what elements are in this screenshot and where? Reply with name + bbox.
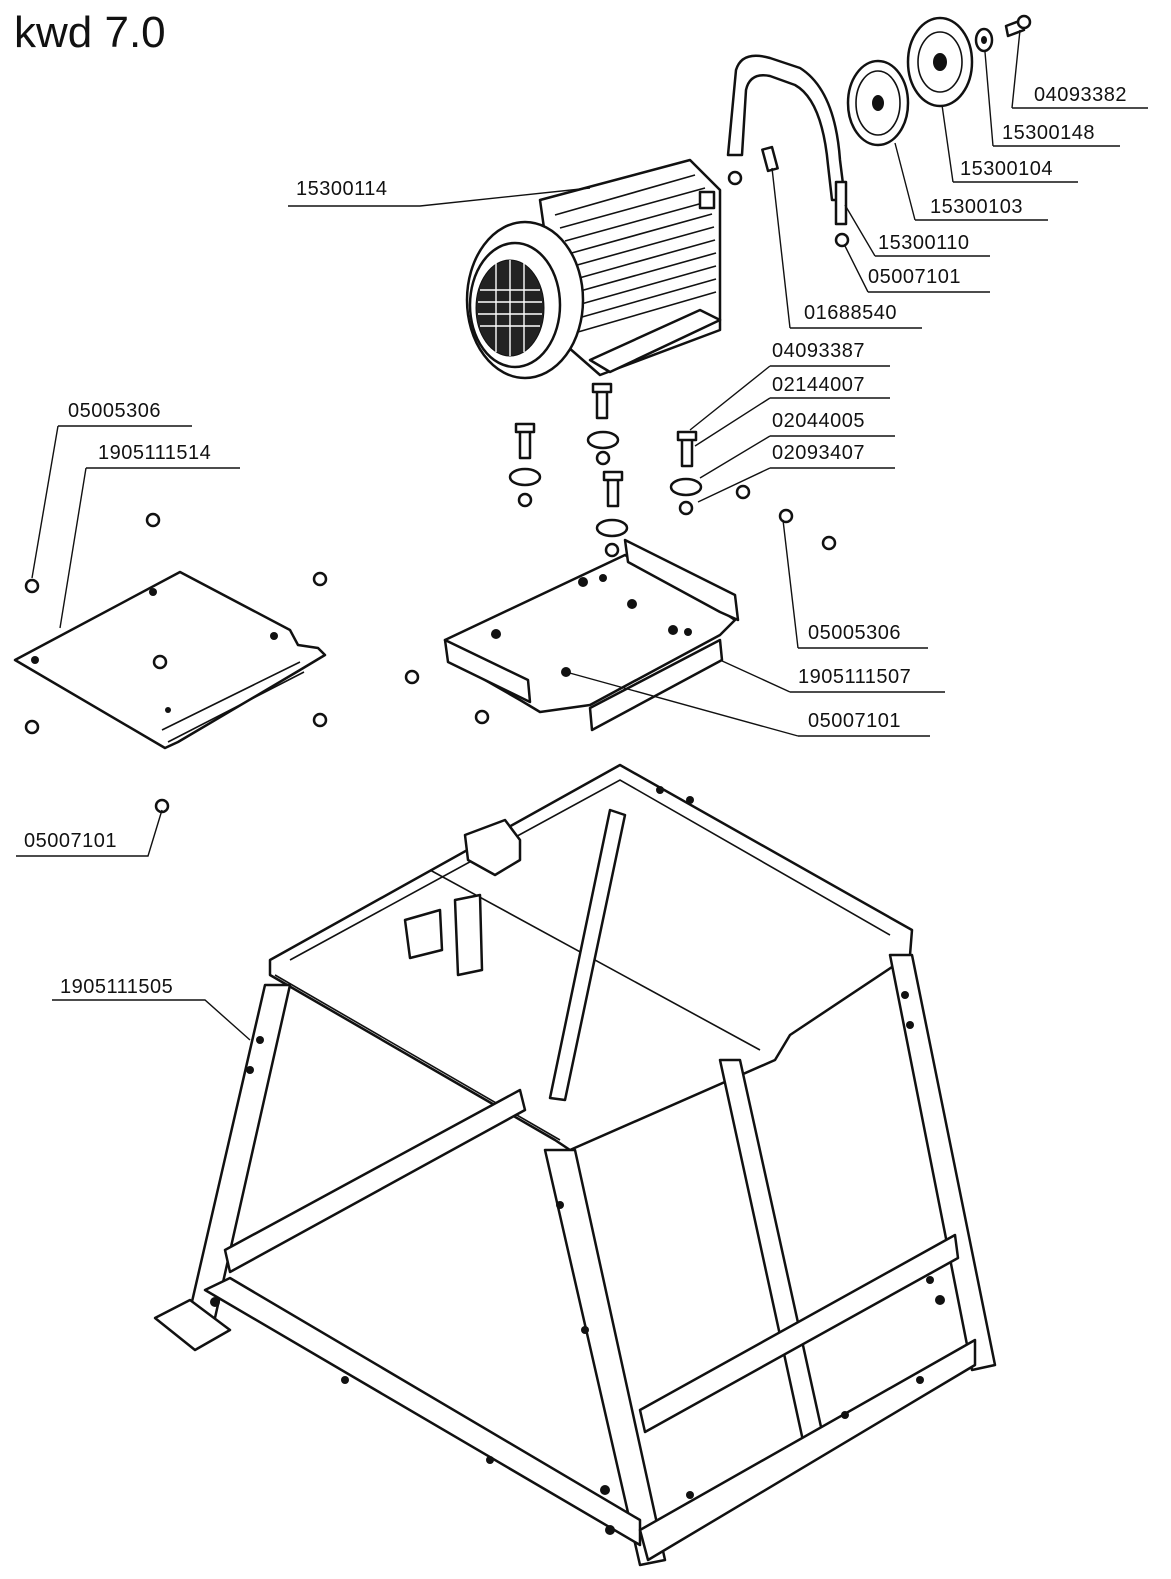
part-label-washer-b: 02044005	[772, 410, 865, 432]
part-label-guard-nut: 05007101	[868, 266, 961, 288]
part-label-motor-bolt: 04093387	[772, 340, 865, 362]
pulley-assembly-illustration	[846, 14, 1032, 147]
motor-plate-illustration	[443, 538, 740, 732]
part-label-washer-a: 02144007	[772, 374, 865, 396]
part-label-washer: 15300148	[1002, 122, 1095, 144]
part-label-frame: 1905111505	[60, 976, 174, 998]
part-label-right-screw: 05005306	[808, 622, 901, 644]
motor-fasteners-illustration	[508, 382, 837, 558]
part-label-key: 01688540	[804, 302, 897, 324]
part-label-left-nut: 05007101	[24, 830, 117, 852]
part-label-pulley-large: 15300103	[930, 196, 1023, 218]
part-label-nut-a: 02093407	[772, 442, 865, 464]
part-label-plate-nut: 05007101	[808, 710, 901, 732]
part-label-bolt: 04093382	[1034, 84, 1127, 106]
frame-illustration	[153, 763, 997, 1567]
belt-guard-illustration	[726, 54, 850, 248]
part-label-motor: 15300114	[296, 178, 388, 200]
part-label-pulley-small: 15300104	[960, 158, 1053, 180]
part-label-left-screw: 05005306	[68, 400, 161, 422]
part-label-belt-guard: 15300110	[878, 232, 970, 254]
left-plate-illustration	[13, 512, 490, 814]
part-label-left-plate: 1905111514	[98, 442, 212, 464]
part-label-motor-plate: 1905111507	[798, 666, 912, 688]
leader-lines	[16, 29, 1148, 1041]
motor-illustration	[465, 158, 722, 380]
diagram-title: kwd 7.0	[14, 8, 166, 57]
